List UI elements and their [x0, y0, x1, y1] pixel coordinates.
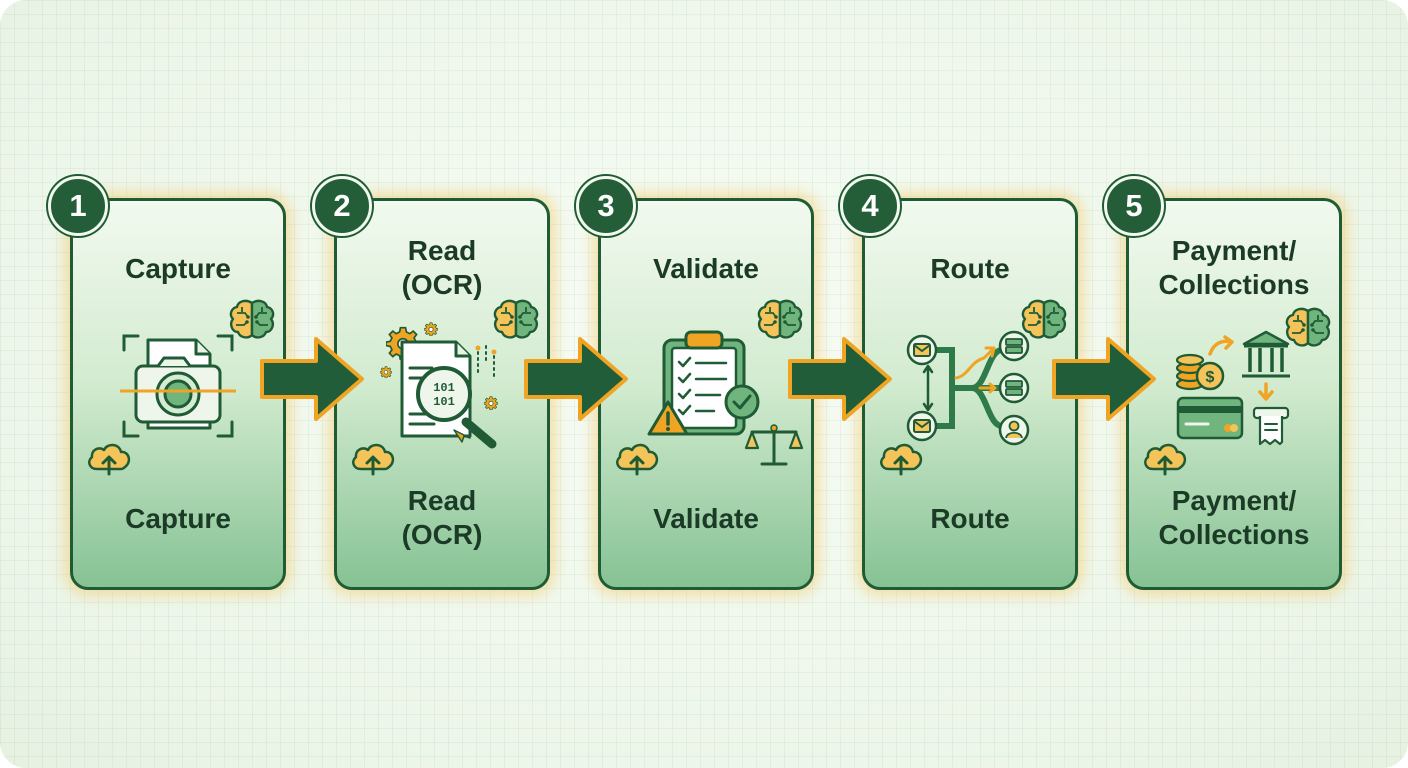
svg-text:$: $: [1206, 369, 1215, 386]
step-number-badge: 2: [312, 176, 372, 236]
server-icon: [998, 372, 1030, 404]
arrow-right-icon: [1050, 335, 1160, 423]
arrow-right-icon: [522, 335, 632, 423]
svg-text:101: 101: [433, 395, 455, 409]
bank-icon: [1242, 330, 1290, 378]
scales-icon: [744, 424, 804, 466]
payment-collections-icon: $: [1175, 330, 1290, 446]
camera-scan-icon: [120, 334, 236, 438]
mail-icon: [906, 410, 938, 442]
clipboard-checklist-icon: [647, 330, 804, 466]
step-title: Read (OCR): [401, 235, 483, 300]
ocr-document-magnifier-icon: 101 101: [380, 322, 498, 449]
step-number-badge: 1: [48, 176, 108, 236]
arrow-right-icon: [258, 335, 368, 423]
coins-icon: $: [1175, 353, 1225, 391]
routing-network-icon: [906, 330, 1030, 446]
mail-icon: [906, 334, 938, 366]
step-number-badge: 3: [576, 176, 636, 236]
credit-card-icon: [1176, 396, 1244, 440]
step-label: Capture: [125, 503, 231, 534]
step-number-badge: 4: [840, 176, 900, 236]
server-icon: [998, 330, 1030, 362]
warning-icon: [647, 400, 689, 436]
step-label: Route: [930, 503, 1010, 534]
step-label: Validate: [653, 503, 759, 534]
receipt-icon: [1252, 406, 1290, 446]
step-title: Validate: [653, 253, 759, 284]
step-title: Capture: [125, 253, 231, 284]
user-icon: [998, 414, 1030, 446]
step-label: Payment/ Collections: [1158, 485, 1310, 550]
step-number-badge: 5: [1104, 176, 1164, 236]
svg-text:101: 101: [433, 381, 455, 395]
step-title: Route: [930, 253, 1010, 284]
cloud-upload-icon: [84, 440, 134, 476]
step-title: Payment/ Collections: [1158, 235, 1310, 300]
step-label: Read (OCR): [401, 485, 483, 550]
